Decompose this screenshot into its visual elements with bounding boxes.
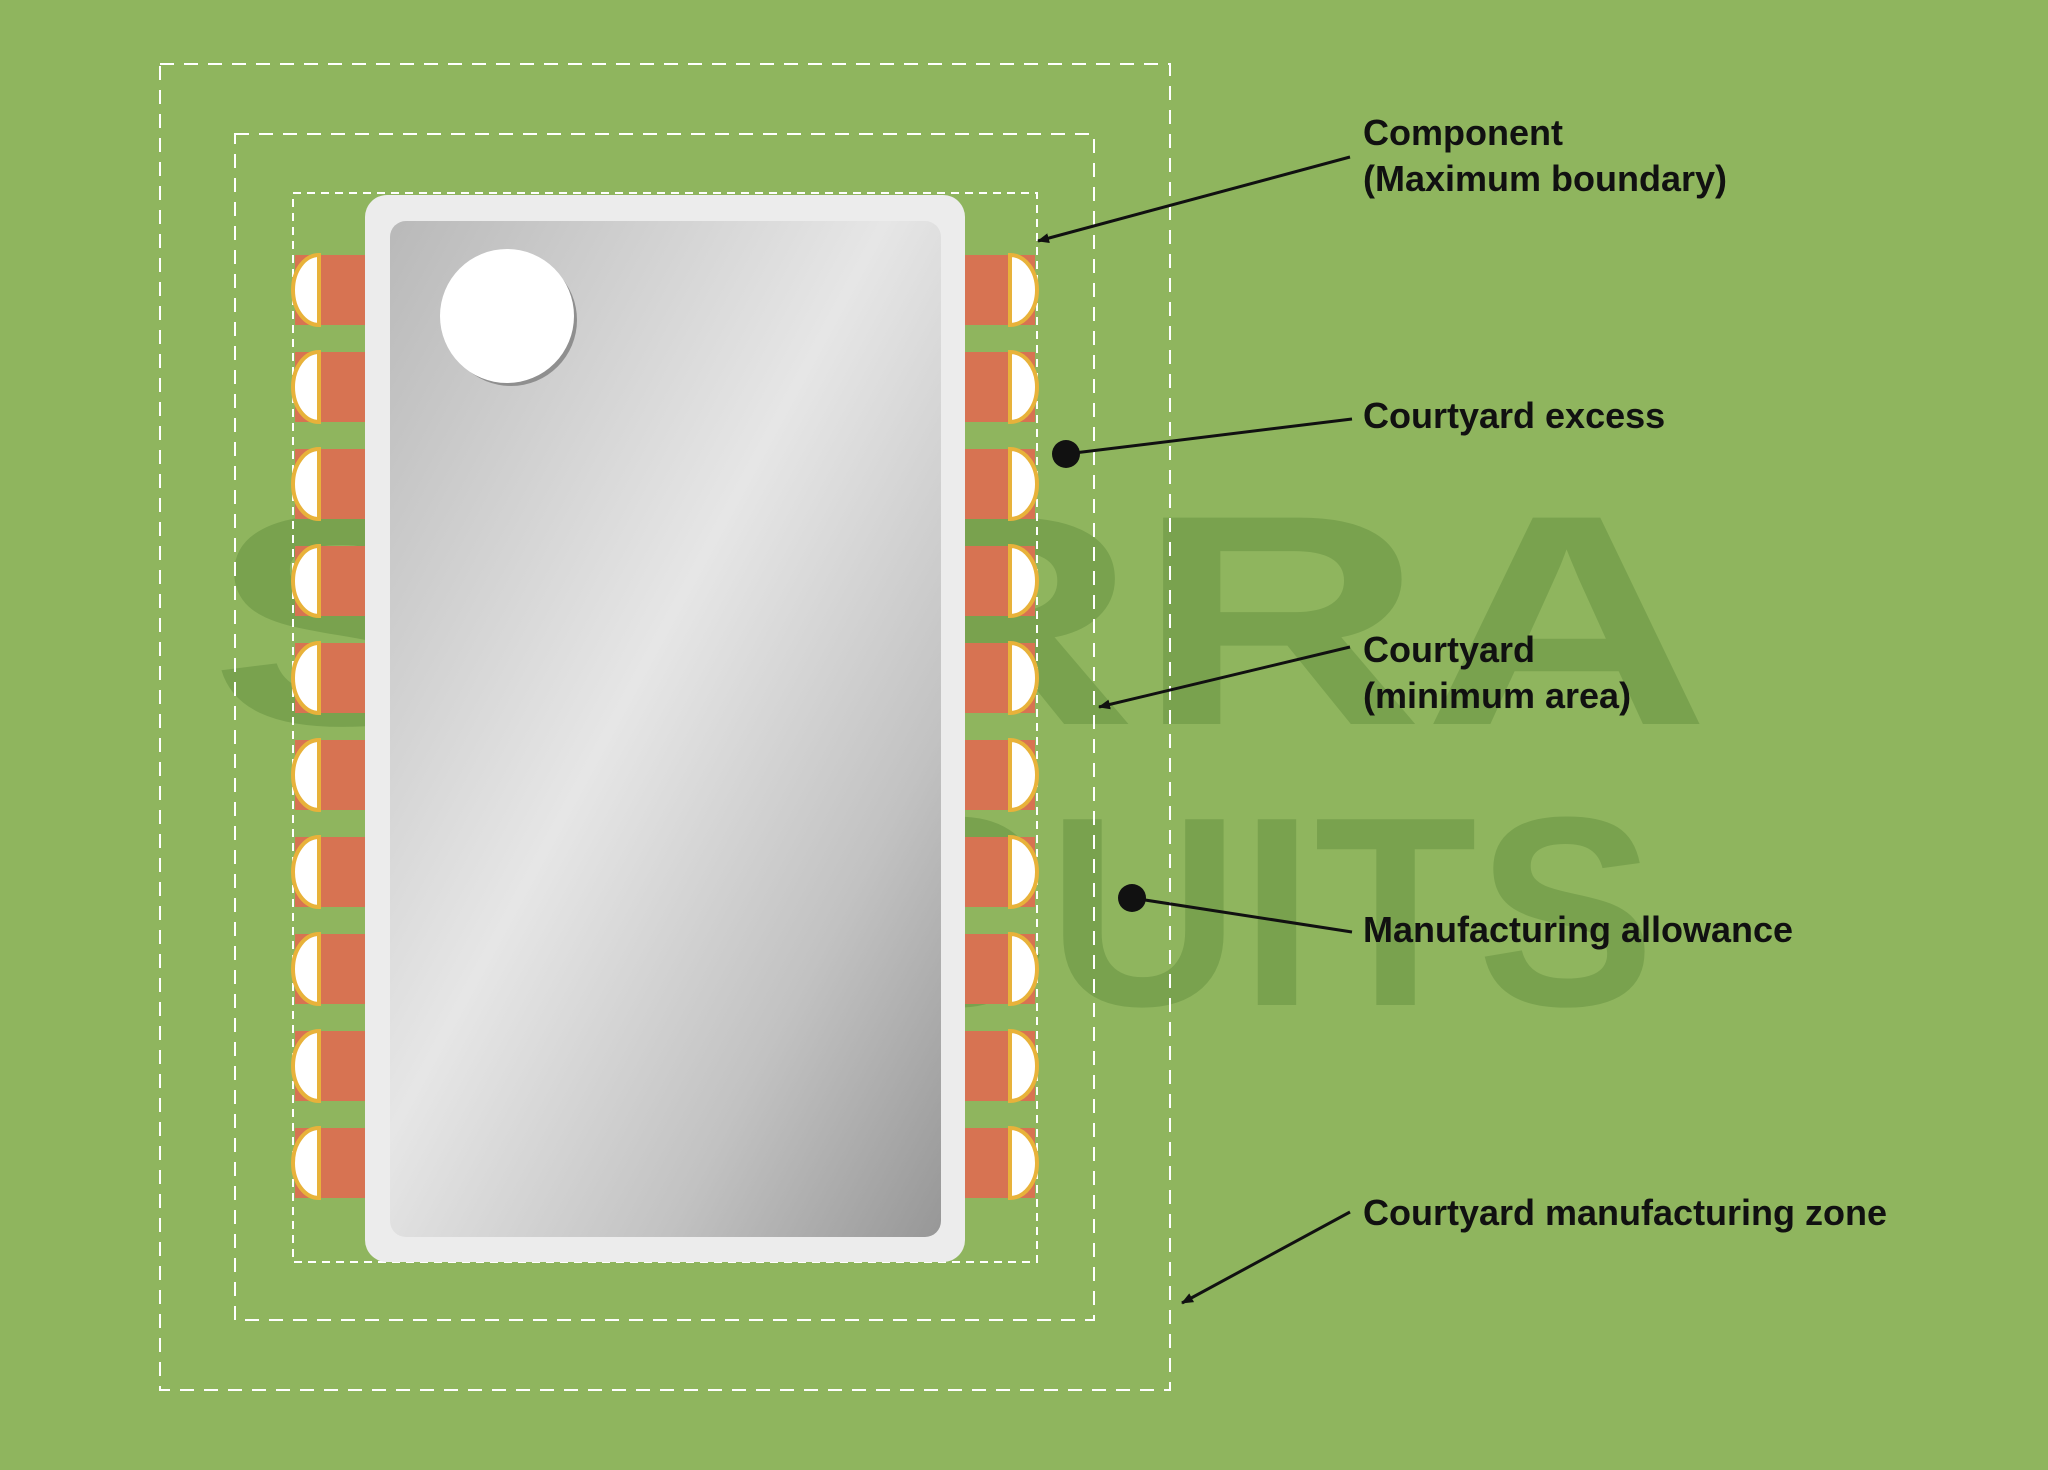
- pad-left-10: [291, 1125, 321, 1201]
- component-body-inner: [390, 221, 941, 1237]
- pad-right-2: [1008, 349, 1039, 425]
- pad-right-10: [1008, 1125, 1039, 1201]
- label-manufacturing-zone-text: Courtyard manufacturing zone: [1363, 1192, 1888, 1233]
- pad-left-6: [291, 737, 321, 813]
- manufacturing-allowance-leader: [1131, 896, 1353, 934]
- pad-left-3: [291, 446, 321, 522]
- courtyard-excess-leader: [1065, 417, 1353, 456]
- pad-right-5: [1008, 640, 1039, 716]
- label-manufacturing-allowance: Manufacturing allowance: [1363, 907, 1793, 953]
- pad-left-5: [291, 640, 321, 716]
- label-courtyard-excess: Courtyard excess: [1363, 393, 1665, 439]
- pad-right-4: [1008, 543, 1039, 619]
- pad-left-8: [291, 931, 321, 1007]
- courtyard-arrow: [1098, 645, 1351, 710]
- pad-left-4: [291, 543, 321, 619]
- pad-left-2: [291, 349, 321, 425]
- manufacturing-zone-arrow: [1181, 1210, 1351, 1305]
- pad-right-7: [1008, 834, 1039, 910]
- pin-group: [291, 252, 1039, 1201]
- label-courtyard-line-2: (minimum area): [1363, 675, 1632, 716]
- pad-right-3: [1008, 446, 1039, 522]
- label-component-line-2: (Maximum boundary): [1363, 158, 1728, 199]
- manufacturing-zone-boundary: [159, 63, 1171, 1391]
- label-component-line-1: Component: [1363, 112, 1563, 153]
- label-courtyard-line-1: Courtyard: [1363, 629, 1536, 670]
- label-manufacturing-zone: Courtyard manufacturing zone: [1363, 1190, 1887, 1236]
- label-manufacturing-allowance-text: Manufacturing allowance: [1363, 909, 1794, 950]
- label-courtyard: Courtyard (minimum area): [1363, 627, 1631, 719]
- pad-right-1: [1008, 252, 1039, 328]
- pad-right-9: [1008, 1028, 1039, 1104]
- manufacturing-allowance-dot: [1118, 884, 1146, 912]
- label-courtyard-excess-text: Courtyard excess: [1363, 395, 1666, 436]
- pad-left-7: [291, 834, 321, 910]
- pad-left-9: [291, 1028, 321, 1104]
- courtyard-boundary: [234, 133, 1095, 1321]
- pad-right-8: [1008, 931, 1039, 1007]
- component-arrow: [1037, 155, 1351, 243]
- courtyard-excess-dot: [1052, 440, 1080, 468]
- label-component: Component (Maximum boundary): [1363, 110, 1727, 202]
- pad-right-6: [1008, 737, 1039, 813]
- pin-1-indicator: [440, 249, 574, 383]
- pad-left-1: [291, 252, 321, 328]
